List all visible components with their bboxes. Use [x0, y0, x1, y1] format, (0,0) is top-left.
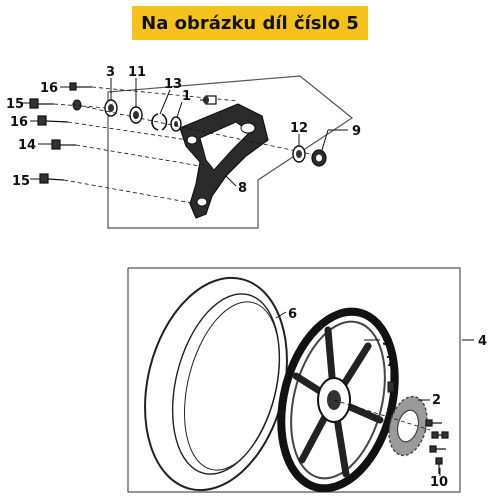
callout-10: 10: [430, 475, 448, 490]
circlip-part-13: [151, 113, 168, 131]
axle-centerline: [71, 103, 321, 157]
brake-disc-part-2: [388, 395, 428, 457]
callout-14: 14: [18, 138, 36, 153]
upper-assembly-box: [107, 75, 354, 229]
callout-5: 5: [382, 334, 391, 349]
callout-13: 13: [164, 77, 182, 92]
callout-7: 7: [386, 355, 395, 370]
callout-15-lower: 15: [12, 174, 30, 189]
callout-3: 3: [106, 65, 115, 80]
bearing-part-11: [129, 106, 143, 124]
wheel-rim-part-5: [277, 307, 399, 493]
disc-bolts-part-10: [425, 419, 449, 474]
small-nut: [72, 99, 82, 111]
callout-4: 4: [478, 334, 487, 349]
lower-assembly-box: [127, 267, 461, 493]
bolt-part-15-upper: [29, 98, 109, 109]
callout-6: 6: [288, 307, 297, 322]
callout-2: 2: [432, 393, 441, 408]
callout-1: 1: [182, 89, 191, 104]
bearing-part-12: [292, 145, 306, 163]
callout-8: 8: [238, 181, 247, 196]
valve-part-7: [387, 372, 395, 393]
callout-labels: 1 2 3 4 5 6 7 8 9 10 11 12 13 14 15 15 1…: [6, 65, 487, 490]
banner-text: Na obrázku díl číslo 5: [141, 12, 359, 34]
collar-part-1: [170, 116, 182, 132]
callout-15-upper: 15: [6, 97, 24, 112]
callout-12: 12: [290, 121, 308, 136]
hub-centerline: [333, 399, 431, 431]
swingarm-bracket-part-8: [179, 103, 269, 219]
axle-nut: [311, 149, 327, 167]
callout-11: 11: [128, 65, 146, 80]
bearing-part-3: [104, 99, 118, 117]
leader-lines: [22, 78, 474, 476]
part-number-banner: Na obrázku díl číslo 5: [132, 6, 368, 40]
callout-9: 9: [352, 124, 361, 139]
callout-16-lower: 16: [10, 115, 28, 130]
callout-16-upper: 16: [40, 81, 58, 96]
tyre-part-6: [144, 276, 288, 492]
bolt-part-15-lower: [39, 173, 199, 205]
bolt-part-14: [51, 139, 201, 167]
